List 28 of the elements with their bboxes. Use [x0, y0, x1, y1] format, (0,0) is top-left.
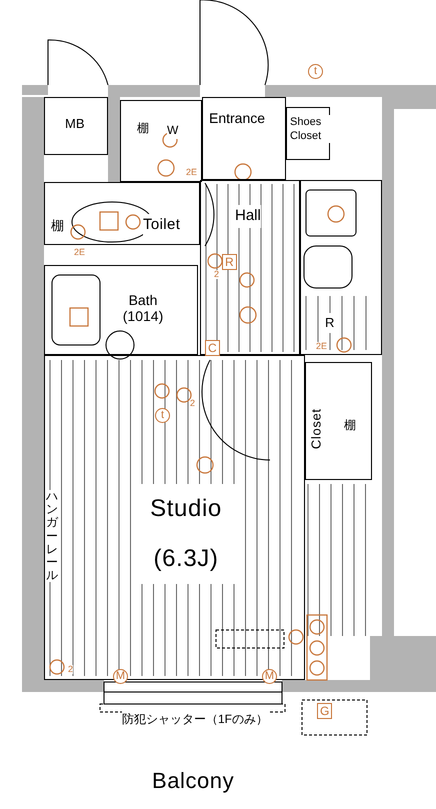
- room-outline: [44, 355, 305, 680]
- room-outline: [286, 107, 330, 160]
- room-outline: [44, 97, 108, 155]
- room-outline: [44, 182, 200, 245]
- room-label: Hall: [235, 205, 261, 228]
- symbol-label: 2E: [186, 168, 198, 177]
- symbol-label: 2: [214, 270, 220, 279]
- symbol-label: 2: [190, 399, 196, 408]
- room-label: R: [325, 313, 334, 332]
- symbol-label: C: [205, 340, 220, 356]
- outlet-symbol: M: [262, 669, 277, 684]
- symbol-label: G: [317, 703, 332, 719]
- room-outline: [300, 180, 382, 355]
- room-outline: [202, 97, 286, 180]
- room-label: Toilet: [143, 214, 180, 236]
- rail-label: ハンガーレール: [46, 490, 58, 582]
- symbol-label: R: [222, 254, 237, 270]
- symbol-label: 2E: [316, 342, 328, 351]
- room-outline: [120, 100, 202, 182]
- symbol-label: 2E: [74, 248, 86, 257]
- shutter-label: 防犯シャッター（1Fのみ）: [122, 710, 268, 728]
- room-label: Shoes Closet: [290, 115, 330, 143]
- room-outline: [44, 265, 198, 355]
- outlet-symbol: t: [155, 408, 170, 423]
- outlet-symbol: M: [113, 669, 128, 684]
- room-outline: [305, 362, 372, 480]
- symbol-label: 2: [68, 665, 74, 674]
- outlet-symbol: t: [308, 64, 323, 79]
